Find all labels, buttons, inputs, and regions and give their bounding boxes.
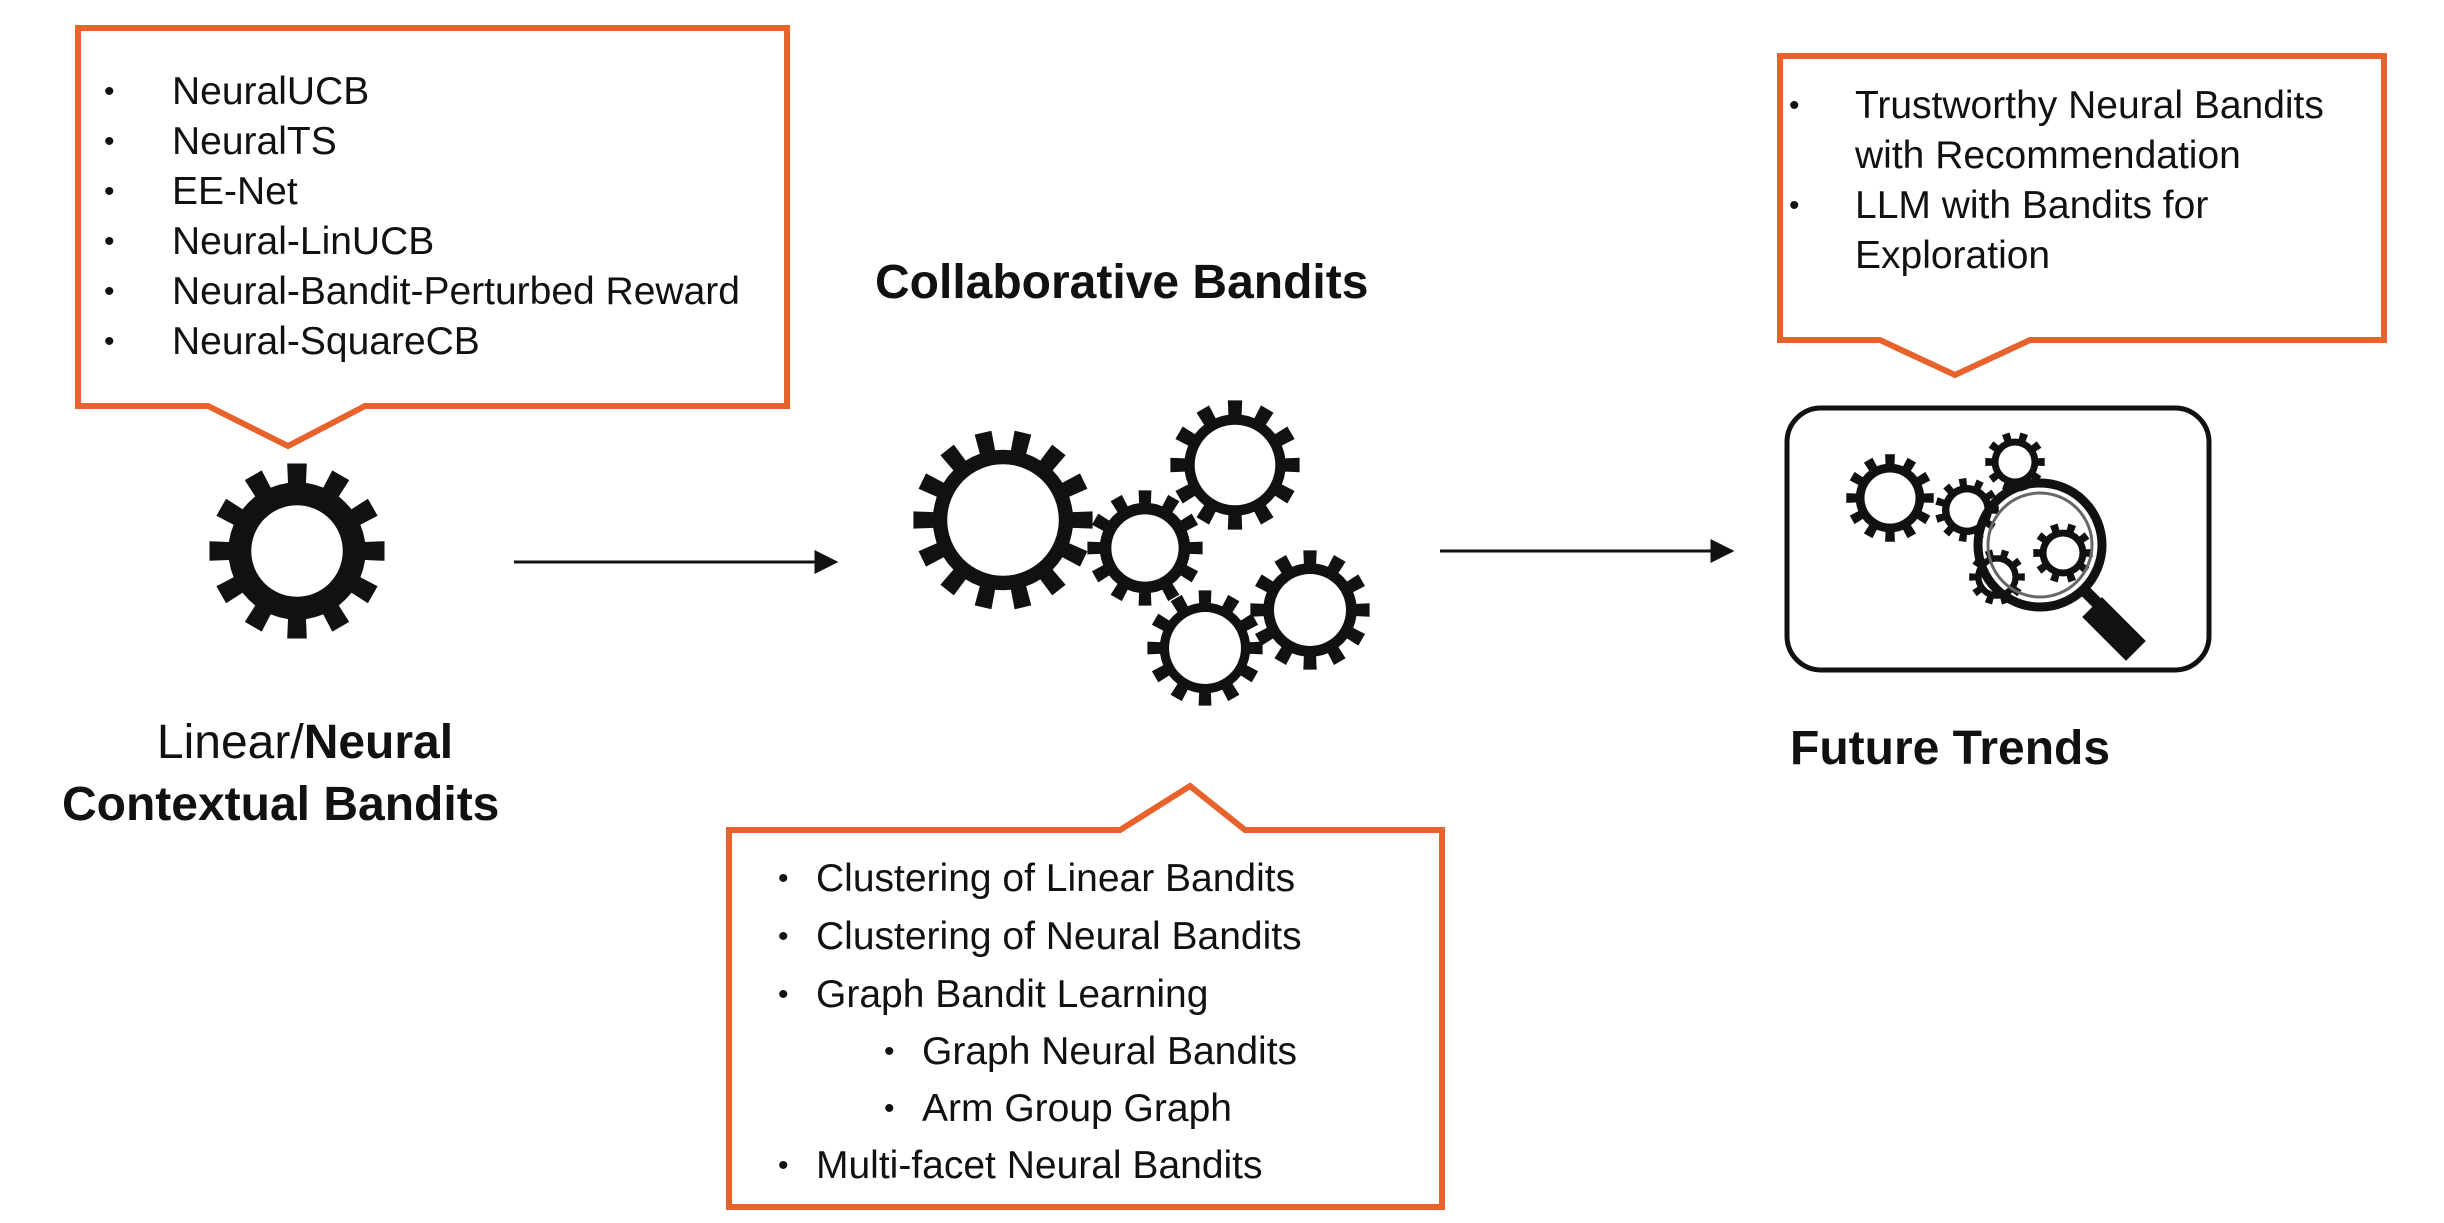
title-light: Linear/ [156, 716, 304, 769]
bullet-icon: • [778, 862, 789, 895]
list-item-label: Clustering of Linear Bandits [816, 857, 1296, 900]
stage-title-contextual-bandits: Linear/Neural [140, 712, 470, 774]
list-item-label: EE-Net [172, 170, 298, 213]
list-item-label: Arm Group Graph [922, 1087, 1232, 1130]
list-item: • Trustworthy Neural Bandits [1789, 82, 2324, 130]
list-item: • Neural-LinUCB [104, 218, 435, 266]
gear-icon [1846, 454, 1934, 542]
list-item: • NeuralUCB [104, 68, 370, 116]
bullet-icon: • [778, 978, 789, 1011]
list-item-label: Trustworthy Neural Bandits [1855, 84, 2324, 127]
gear-cluster-icon [913, 400, 1370, 706]
list-item-label: Neural-LinUCB [172, 220, 435, 263]
list-item-label: Multi-facet Neural Bandits [816, 1144, 1263, 1187]
list-item-label: NeuralTS [172, 120, 337, 163]
gear-icon [209, 463, 385, 639]
gear-icon [1250, 550, 1370, 670]
list-item-continuation: Exploration [1855, 234, 2051, 277]
list-item: • Graph Bandit Learning [778, 971, 1209, 1019]
gear-icon [2033, 523, 2093, 583]
stage-title-line2: Contextual Bandits [62, 778, 500, 831]
gear-icon [1147, 590, 1263, 706]
bullet-icon: • [104, 125, 115, 158]
bullet-icon: • [884, 1035, 895, 1068]
list-item: • LLM with Bandits for [1789, 182, 2209, 230]
list-item: • Clustering of Linear Bandits [778, 855, 1296, 903]
gear-icon [209, 463, 385, 639]
sub-list-item: • Graph Neural Bandits [884, 1028, 1298, 1076]
list-item-label: Graph Neural Bandits [922, 1030, 1298, 1073]
list-item-label: LLM with Bandits for [1855, 184, 2209, 227]
list-item-label: NeuralUCB [172, 70, 370, 113]
gear-icon [913, 430, 1093, 610]
bullet-icon: • [104, 225, 115, 258]
gear-icon [1170, 400, 1300, 530]
list-item: • Neural-Bandit-Perturbed Reward [104, 268, 740, 316]
list-item: • NeuralTS [104, 118, 337, 166]
callout-box-future-trends [1777, 53, 2387, 379]
bullet-icon: • [778, 1149, 789, 1182]
sub-list-item: • Arm Group Graph [884, 1085, 1232, 1133]
gear-magnifier-icon [1784, 405, 2212, 673]
bullet-icon: • [104, 175, 115, 208]
bullet-icon: • [104, 325, 115, 358]
list-item: • Clustering of Neural Bandits [778, 913, 1302, 961]
callout-box-collaborative-bandits [726, 782, 1445, 1210]
bullet-icon: • [104, 275, 115, 308]
list-item: • Multi-facet Neural Bandits [778, 1142, 1263, 1190]
bullet-icon: • [778, 920, 789, 953]
list-item: • Neural-SquareCB [104, 318, 480, 366]
bullet-icon: • [1789, 89, 1800, 122]
list-item-label: Neural-SquareCB [172, 320, 480, 363]
bullet-icon: • [104, 75, 115, 108]
list-item-label: Graph Bandit Learning [816, 973, 1209, 1016]
list-item-label: Clustering of Neural Bandits [816, 915, 1302, 958]
list-item-continuation: with Recommendation [1855, 134, 2241, 177]
stage-title-collaborative-bandits: Collaborative Bandits [875, 256, 1369, 309]
list-item: • EE-Net [104, 168, 298, 216]
callout-box-neural-bandits [75, 25, 790, 450]
stage-title-future-trends: Future Trends [1790, 722, 2111, 775]
gear-icon [1985, 432, 2045, 492]
list-item-label: Neural-Bandit-Perturbed Reward [172, 270, 740, 313]
bullet-icon: • [1789, 189, 1800, 222]
bullet-icon: • [884, 1092, 895, 1125]
gear-icon [1087, 490, 1203, 606]
title-bold: Neural [303, 716, 454, 769]
